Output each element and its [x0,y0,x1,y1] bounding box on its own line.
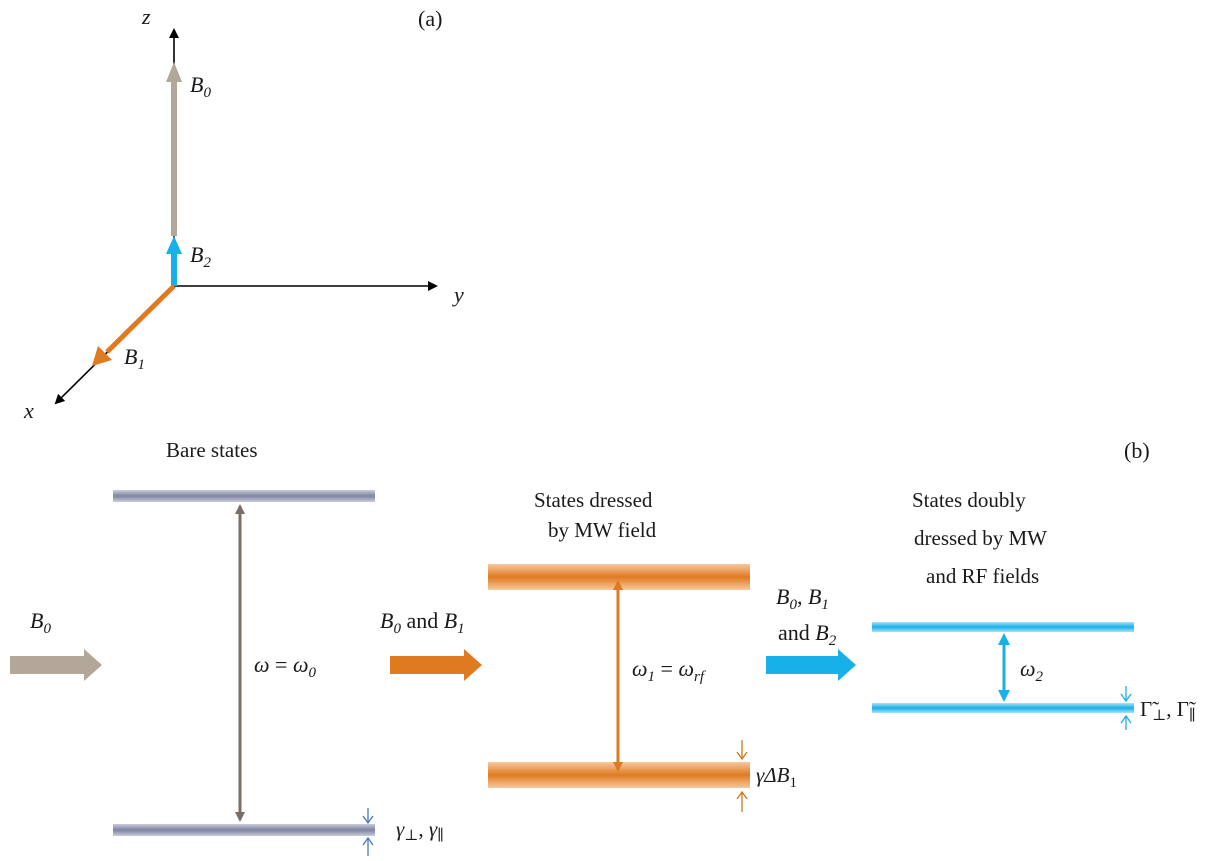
stage-bare-states: Bare states B0 ω = ω0 γ⊥, γ∥ [10,438,444,856]
mw-transition-label: ω1 = ωrf [632,656,706,685]
rf-width-arrowhead-top [1120,693,1132,703]
stage2-input-label: B0 and B1 [380,608,465,637]
mw-dressed-title-line2: by MW field [548,518,657,542]
stage3-input-label-line2: and B2 [778,620,837,649]
stage1-input-label: B0 [30,608,51,637]
b0-vector-label: B0 [190,72,211,101]
rf-upper-level [872,622,1134,632]
stage-mw-dressed: States dressed by MW field B0 and B1 ω1 … [380,488,797,812]
stage3-input-label-line1: B0, B1 [776,584,829,613]
panel-a: (a) z y x B0 B2 B1 [23,4,464,423]
rf-width-label: Γ̃⊥, Γ̃∥ [1140,697,1196,724]
panel-a-label: (a) [418,6,442,31]
b1-vector-head [92,346,112,366]
b1-vector-shaft [105,284,176,354]
x-axis-label: x [23,398,34,423]
mw-width-arrowhead-bottom [736,790,748,800]
mw-width-arrowhead-top [736,751,748,761]
rf-width-arrowhead-bottom [1120,714,1132,724]
bare-width-arrowhead-bottom [362,836,374,846]
b1-vector-label: B1 [124,344,145,373]
bare-lower-level [113,824,375,836]
mw-dressed-title-line1: States dressed [534,488,653,512]
panel-b: (b) Bare states B0 ω = ω0 γ⊥, γ∥ States … [10,438,1196,856]
stage3-input-arrow [766,649,856,681]
b0-vector-shaft [171,80,177,236]
z-axis-label: z [141,4,151,29]
doubly-dressed-title-line3: and RF fields [926,564,1039,588]
mw-width-label: γΔB1 [756,763,797,791]
y-axis-label: y [452,282,464,307]
rf-lower-level [872,703,1134,713]
bare-transition-label: ω = ω0 [254,652,317,681]
rf-transition-label: ω2 [1020,656,1044,685]
panel-b-label: (b) [1124,438,1150,463]
doubly-dressed-title-line2: dressed by MW [914,526,1047,550]
doubly-dressed-title-line1: States doubly [912,488,1026,512]
stage2-input-arrow [390,649,482,681]
b2-vector-label: B2 [190,242,211,271]
b2-vector-head [166,236,182,254]
bare-upper-level [113,490,375,502]
b2-vector-shaft [171,252,177,286]
bare-states-title: Bare states [166,438,258,462]
bare-width-arrowhead-top [362,815,374,825]
stage1-input-arrow [10,649,102,681]
bare-width-label: γ⊥, γ∥ [396,817,444,844]
stage-doubly-dressed: States doubly dressed by MW and RF field… [766,488,1196,730]
b0-vector-head [166,62,182,82]
